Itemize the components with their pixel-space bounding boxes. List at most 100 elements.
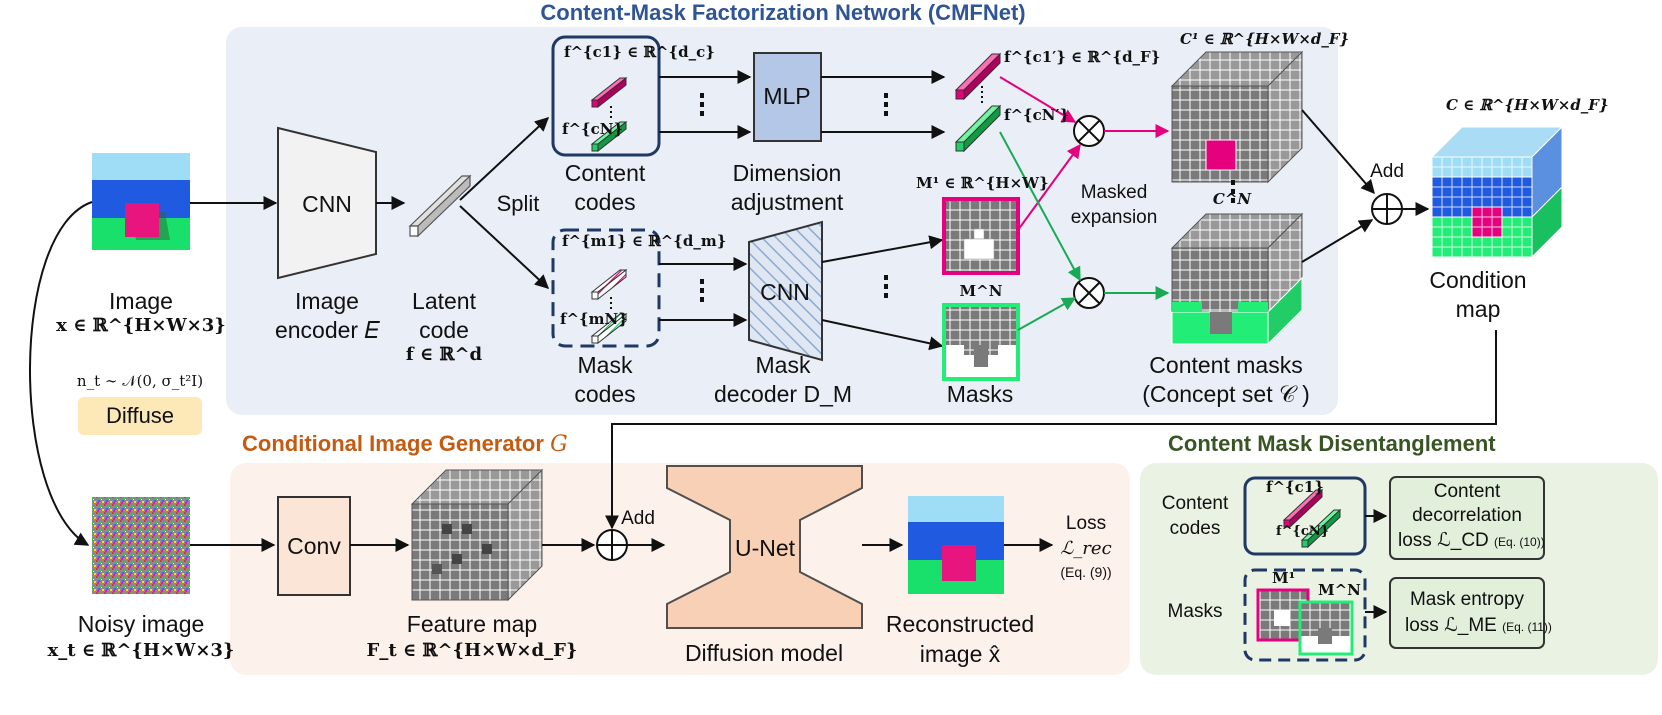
content-decorrelation-loss-box [1389, 476, 1545, 560]
mlp-box [753, 52, 822, 142]
noisy-image [92, 497, 190, 594]
content-codes-label-2: codes [574, 189, 636, 215]
add-node-2 [596, 529, 628, 561]
condition-map-label-2: map [1455, 296, 1501, 322]
cmd-MN-label: M^N [1318, 581, 1361, 599]
image-math: x ∈ ℝ^{H×W×3} [56, 315, 226, 336]
loss-eq: (Eq. (9)) [1060, 564, 1112, 580]
image-encoder-shape [277, 126, 377, 280]
feature-map-label: Feature map [406, 611, 538, 637]
cd-loss-label-2: decorrelation [1412, 505, 1522, 526]
add-label-2: Add [621, 508, 655, 529]
content-code-pink [590, 76, 628, 109]
reconstructed-label-1: Reconstructed [885, 611, 1035, 637]
noise-math: n_t ∼ 𝒩(0, σ_t²I) [76, 372, 204, 390]
masks-label: Masks [946, 381, 1014, 407]
disentangle-title: Content Mask Disentanglement [1168, 431, 1496, 456]
mask-decoder-label-2: decoder D_M [713, 381, 853, 407]
ellipsis-dots [700, 93, 1235, 302]
M1-label: M¹ ∈ ℝ^{H×W} [916, 174, 1049, 192]
mlp-label: MLP [763, 83, 811, 109]
multiply-node-2 [1073, 277, 1105, 309]
mask-decoder-shape [748, 220, 823, 362]
cmd-content-code-green [1300, 508, 1342, 549]
mask-entropy-loss-box [1389, 577, 1545, 649]
mask-mn [942, 303, 1020, 381]
mask-decoder-label-1: Mask [755, 352, 811, 378]
content-code-green [590, 120, 628, 153]
cmfnet-title: Content-Mask Factorization Network (CMFN… [540, 0, 1026, 25]
fc1-label: f^{c1} ∈ ℝ^{d_c} [564, 43, 715, 61]
cd-loss-eq: (Eq. (10)) [1494, 535, 1545, 549]
me-loss-text: loss ℒ_ME [1405, 615, 1497, 636]
cmd-content-codes-label-1: Content [1161, 493, 1229, 514]
diffuse-label: Diffuse [105, 403, 175, 428]
fmN-label: f^{mN} [560, 310, 628, 328]
C-label: C ∈ ℝ^{H×W×d_F} [1446, 96, 1609, 114]
condition-map-cube [1430, 125, 1564, 259]
reconstructed-image [908, 496, 1004, 594]
latent-label-2: code [419, 317, 469, 343]
diffuse-box [78, 397, 202, 435]
condition-map-label-1: Condition [1429, 267, 1527, 293]
CN-label: C^N [1212, 190, 1252, 208]
dim-adj-label-1: Dimension [732, 160, 842, 186]
multiply-node-1 [1073, 115, 1105, 147]
feature-map-cube [410, 468, 544, 602]
me-loss-eq: (Eq. (11)) [1502, 620, 1552, 634]
generator-title-text: Conditional Image Generator [242, 431, 544, 456]
cd-loss-label-3: loss ℒ_CD (Eq. (10)) [1398, 531, 1545, 551]
loss-label: Loss [1065, 513, 1107, 534]
cmd-content-code-pink [1282, 488, 1324, 529]
cmd-fc1-label: f^{c1} [1266, 478, 1324, 496]
content-masks-label-2: (Concept set 𝒞 ) [1142, 381, 1310, 407]
content-codes-box [551, 35, 661, 157]
mask-codes-label-1: Mask [577, 352, 633, 378]
latent-code-bar [408, 174, 472, 238]
generator-symbol: G [550, 432, 568, 457]
cmd-masks-box [1243, 568, 1367, 662]
add-node-1 [1371, 193, 1403, 225]
fcN-label: f^{cN} [562, 120, 624, 138]
MN-label: M^N [959, 282, 1003, 300]
latent-math: f ∈ ℝ^d [405, 344, 483, 365]
cmd-fcN-label: f^{cN} [1276, 524, 1330, 539]
decoder-cnn-label: CNN [760, 279, 810, 305]
me-loss-label-1: Mask entropy [1409, 589, 1525, 610]
conv-box [277, 496, 351, 596]
C1-label: C¹ ∈ ℝ^{H×W×d_F} [1180, 30, 1350, 48]
add-label-1: Add [1370, 161, 1404, 182]
content-mask-cube-1 [1170, 50, 1304, 184]
masked-expansion-label-1: Masked [1080, 182, 1148, 203]
fcNp-label: f^{cN′} [1004, 106, 1070, 124]
conv-label: Conv [287, 533, 341, 559]
cmd-M1-label: M¹ [1272, 569, 1296, 587]
encoder-label-2: encoder 𝐸 [274, 317, 380, 343]
latent-label-1: Latent [412, 288, 476, 314]
split-label: Split [496, 191, 540, 216]
cd-loss-label-1: Content [1433, 481, 1501, 502]
mask-code-pink [590, 268, 628, 301]
feature-map-math: F_t ∈ ℝ^{H×W×d_F} [366, 640, 578, 661]
fm1-label: f^{m1} ∈ ℝ^{d_m} [562, 232, 727, 250]
content-code-pink-adjusted [954, 52, 1002, 101]
dim-adj-label-2: adjustment [730, 189, 844, 215]
loss-math: ℒ_rec [1060, 538, 1112, 559]
content-masks-label-1: Content masks [1149, 352, 1303, 378]
cmd-masks-label: Masks [1167, 601, 1223, 622]
input-image [92, 153, 190, 250]
mask-m1 [942, 197, 1020, 275]
cmd-mask-mn [1298, 600, 1354, 656]
unet-shape [666, 465, 863, 629]
encoder-label-1: Image [295, 288, 359, 314]
content-codes-label-1: Content [564, 160, 646, 186]
diffusion-model-label: Diffusion model [684, 640, 844, 666]
reconstructed-label-2: image x̂ [919, 641, 1001, 667]
content-code-green-adjusted [954, 104, 1002, 153]
mask-code-green [590, 312, 628, 345]
generator-title: Conditional Image Generator G [242, 432, 568, 456]
noisy-math: x_t ∈ ℝ^{H×W×3} [47, 640, 235, 661]
unet-label: U-Net [734, 535, 796, 561]
